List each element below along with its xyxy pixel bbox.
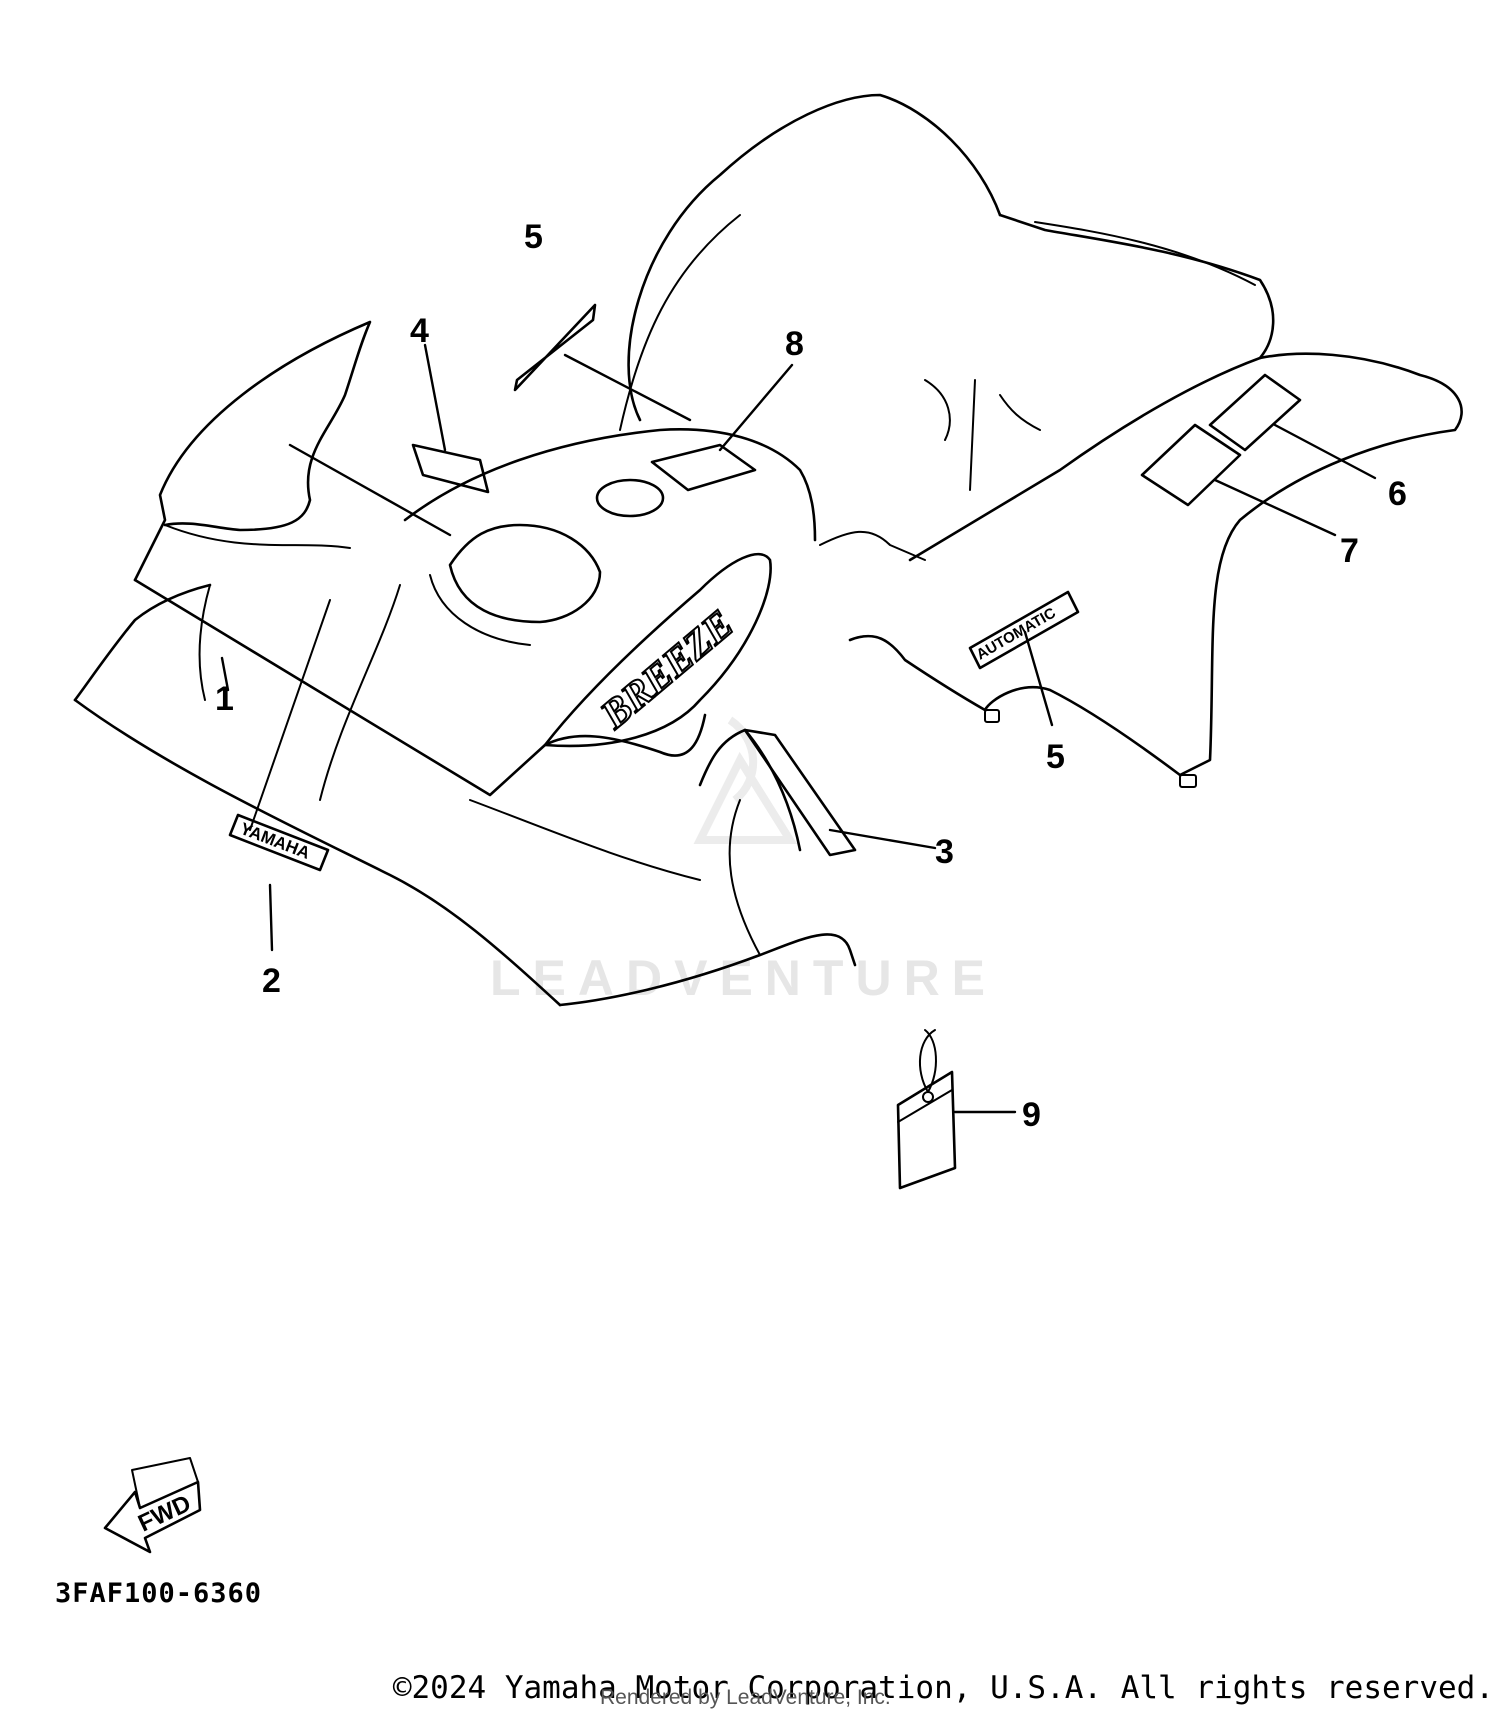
- callout-7: 7: [1340, 532, 1359, 570]
- automatic-decal-text: AUTOMATIC: [974, 604, 1059, 663]
- watermark: LEADVENTURE: [490, 716, 997, 1006]
- decal-5-top: [513, 303, 597, 392]
- breeze-side-panel: BREEZE: [543, 552, 772, 748]
- callout-1: 1: [215, 680, 234, 718]
- callout-8: 8: [785, 325, 804, 363]
- hang-tag: [896, 1029, 957, 1190]
- decal-6: [1208, 373, 1302, 452]
- diagram-part-code: 3FAF100-6360: [55, 1578, 263, 1609]
- callout-5-bottom: 5: [1046, 738, 1065, 776]
- callout-5-top: 5: [524, 218, 543, 256]
- rear-fender-outline: [73, 93, 1463, 1007]
- leader-lines: [220, 343, 1377, 1114]
- automatic-decal: AUTOMATIC: [968, 590, 1080, 670]
- decal-3: [743, 728, 857, 857]
- watermark-text: LEADVENTURE: [490, 950, 997, 1006]
- yamaha-decal: YAMAHA: [228, 813, 330, 872]
- decal-4: [411, 443, 490, 494]
- callout-2: 2: [262, 962, 281, 1000]
- fwd-arrow-icon: FWD: [103, 1457, 202, 1554]
- callout-3: 3: [935, 833, 954, 871]
- yamaha-decal-text: YAMAHA: [238, 819, 313, 863]
- callout-4: 4: [410, 312, 429, 350]
- decal-8: [650, 443, 757, 492]
- callout-6: 6: [1388, 475, 1407, 513]
- callout-9: 9: [1022, 1096, 1041, 1134]
- filler-cap: [595, 478, 665, 518]
- label-decals: [411, 303, 1302, 857]
- callout-numbers: 1 2 3 4 5 5 6 7 8 9: [215, 218, 1407, 1134]
- copyright-notice: ©2024 Yamaha Motor Corporation, U.S.A. A…: [392, 1670, 1494, 1706]
- decal-7: [1140, 423, 1242, 507]
- rendered-by-credit: Rendered by LeadVenture, Inc.: [600, 1686, 891, 1709]
